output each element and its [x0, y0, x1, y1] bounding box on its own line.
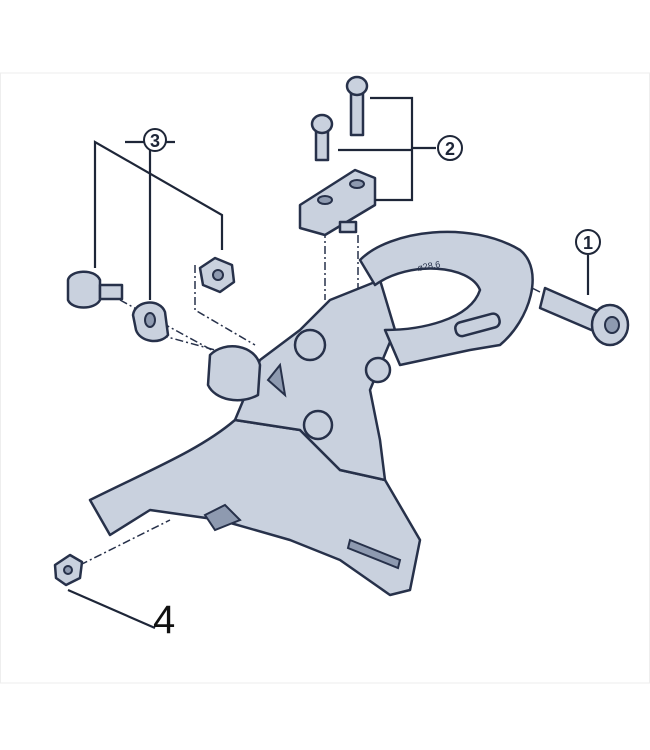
callout-2: 2: [437, 135, 463, 161]
svg-text:2: 2: [445, 139, 455, 159]
clamp-size-marking: ø28.6: [417, 259, 441, 273]
part-1-clamp-bolt: [538, 255, 630, 347]
callout-3: 3: [143, 128, 167, 152]
callout-4: 4: [153, 598, 175, 642]
svg-text:3: 3: [150, 131, 160, 151]
derailleur-body: ø28.6: [88, 230, 534, 597]
part-2-clamp-bolts: [298, 75, 436, 237]
part-3-bolt-washer-nut: [66, 140, 236, 343]
part-4-screw: [53, 553, 156, 630]
callout-1: 1: [575, 229, 601, 255]
svg-text:1: 1: [583, 233, 593, 253]
